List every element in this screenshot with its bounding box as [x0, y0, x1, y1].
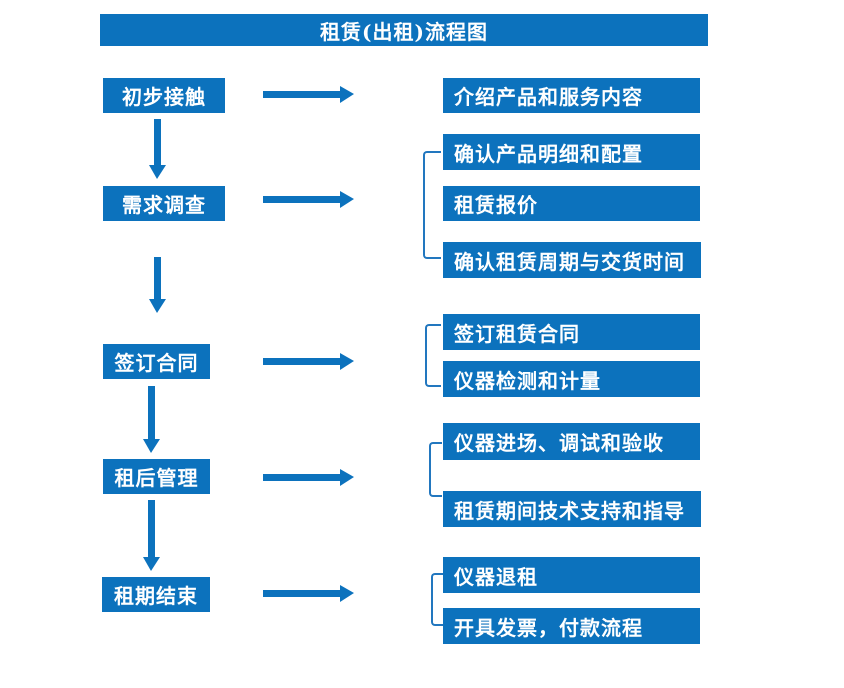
detail-instrument-return: 仪器退租: [443, 557, 700, 593]
arrow-right-icon: [263, 469, 354, 486]
step-sign-contract: 签订合同: [103, 344, 210, 379]
detail-tech-support-guidance: 租赁期间技术支持和指导: [443, 491, 701, 527]
group-bracket-icon: [423, 151, 441, 259]
arrow-down-icon: [149, 119, 166, 179]
detail-instrument-entry-commissioning: 仪器进场、调试和验收: [443, 423, 700, 460]
detail-introduce-products-services: 介绍产品和服务内容: [443, 78, 700, 113]
arrow-right-icon: [263, 191, 354, 208]
group-bracket-icon: [431, 573, 444, 626]
arrow-right-icon: [263, 585, 354, 602]
step-label: 租后管理: [114, 466, 199, 490]
page-title-text: 租赁(出租)流程图: [320, 19, 488, 44]
detail-label: 租赁报价: [454, 193, 538, 217]
arrow-down-icon: [143, 500, 160, 571]
detail-instrument-testing-metering: 仪器检测和计量: [443, 361, 700, 397]
group-bracket-icon: [429, 442, 442, 497]
detail-sign-lease-contract: 签订租赁合同: [443, 314, 700, 350]
detail-label: 仪器检测和计量: [454, 368, 601, 393]
detail-label: 确认产品明细和配置: [454, 141, 643, 166]
step-label: 初步接触: [122, 85, 206, 109]
detail-label: 仪器进场、调试和验收: [454, 431, 664, 455]
arrow-right-icon: [263, 86, 354, 103]
detail-invoice-payment: 开具发票，付款流程: [443, 608, 700, 644]
detail-label: 签订租赁合同: [454, 321, 580, 346]
step-initial-contact: 初步接触: [103, 78, 225, 113]
detail-label: 租赁期间技术支持和指导: [454, 498, 685, 523]
detail-confirm-lease-period-delivery: 确认租赁周期与交货时间: [443, 242, 701, 278]
detail-label: 仪器退租: [454, 564, 538, 589]
page-title: 租赁(出租)流程图: [100, 14, 708, 46]
detail-label: 介绍产品和服务内容: [454, 85, 643, 109]
arrow-right-icon: [263, 353, 354, 370]
arrow-down-icon: [143, 386, 160, 453]
step-label: 租期结束: [114, 584, 198, 608]
step-lease-end: 租期结束: [102, 577, 210, 612]
detail-label: 确认租赁周期与交货时间: [454, 249, 685, 274]
detail-label: 开具发票，付款流程: [454, 615, 643, 640]
detail-confirm-product-details-config: 确认产品明细和配置: [443, 134, 700, 170]
arrow-down-icon: [149, 257, 166, 313]
step-label: 需求调查: [122, 193, 206, 217]
step-label: 签订合同: [114, 351, 199, 375]
group-bracket-icon: [425, 324, 441, 387]
step-demand-survey: 需求调查: [103, 186, 225, 221]
detail-rental-quote: 租赁报价: [443, 186, 700, 221]
step-post-rental-management: 租后管理: [103, 459, 210, 494]
